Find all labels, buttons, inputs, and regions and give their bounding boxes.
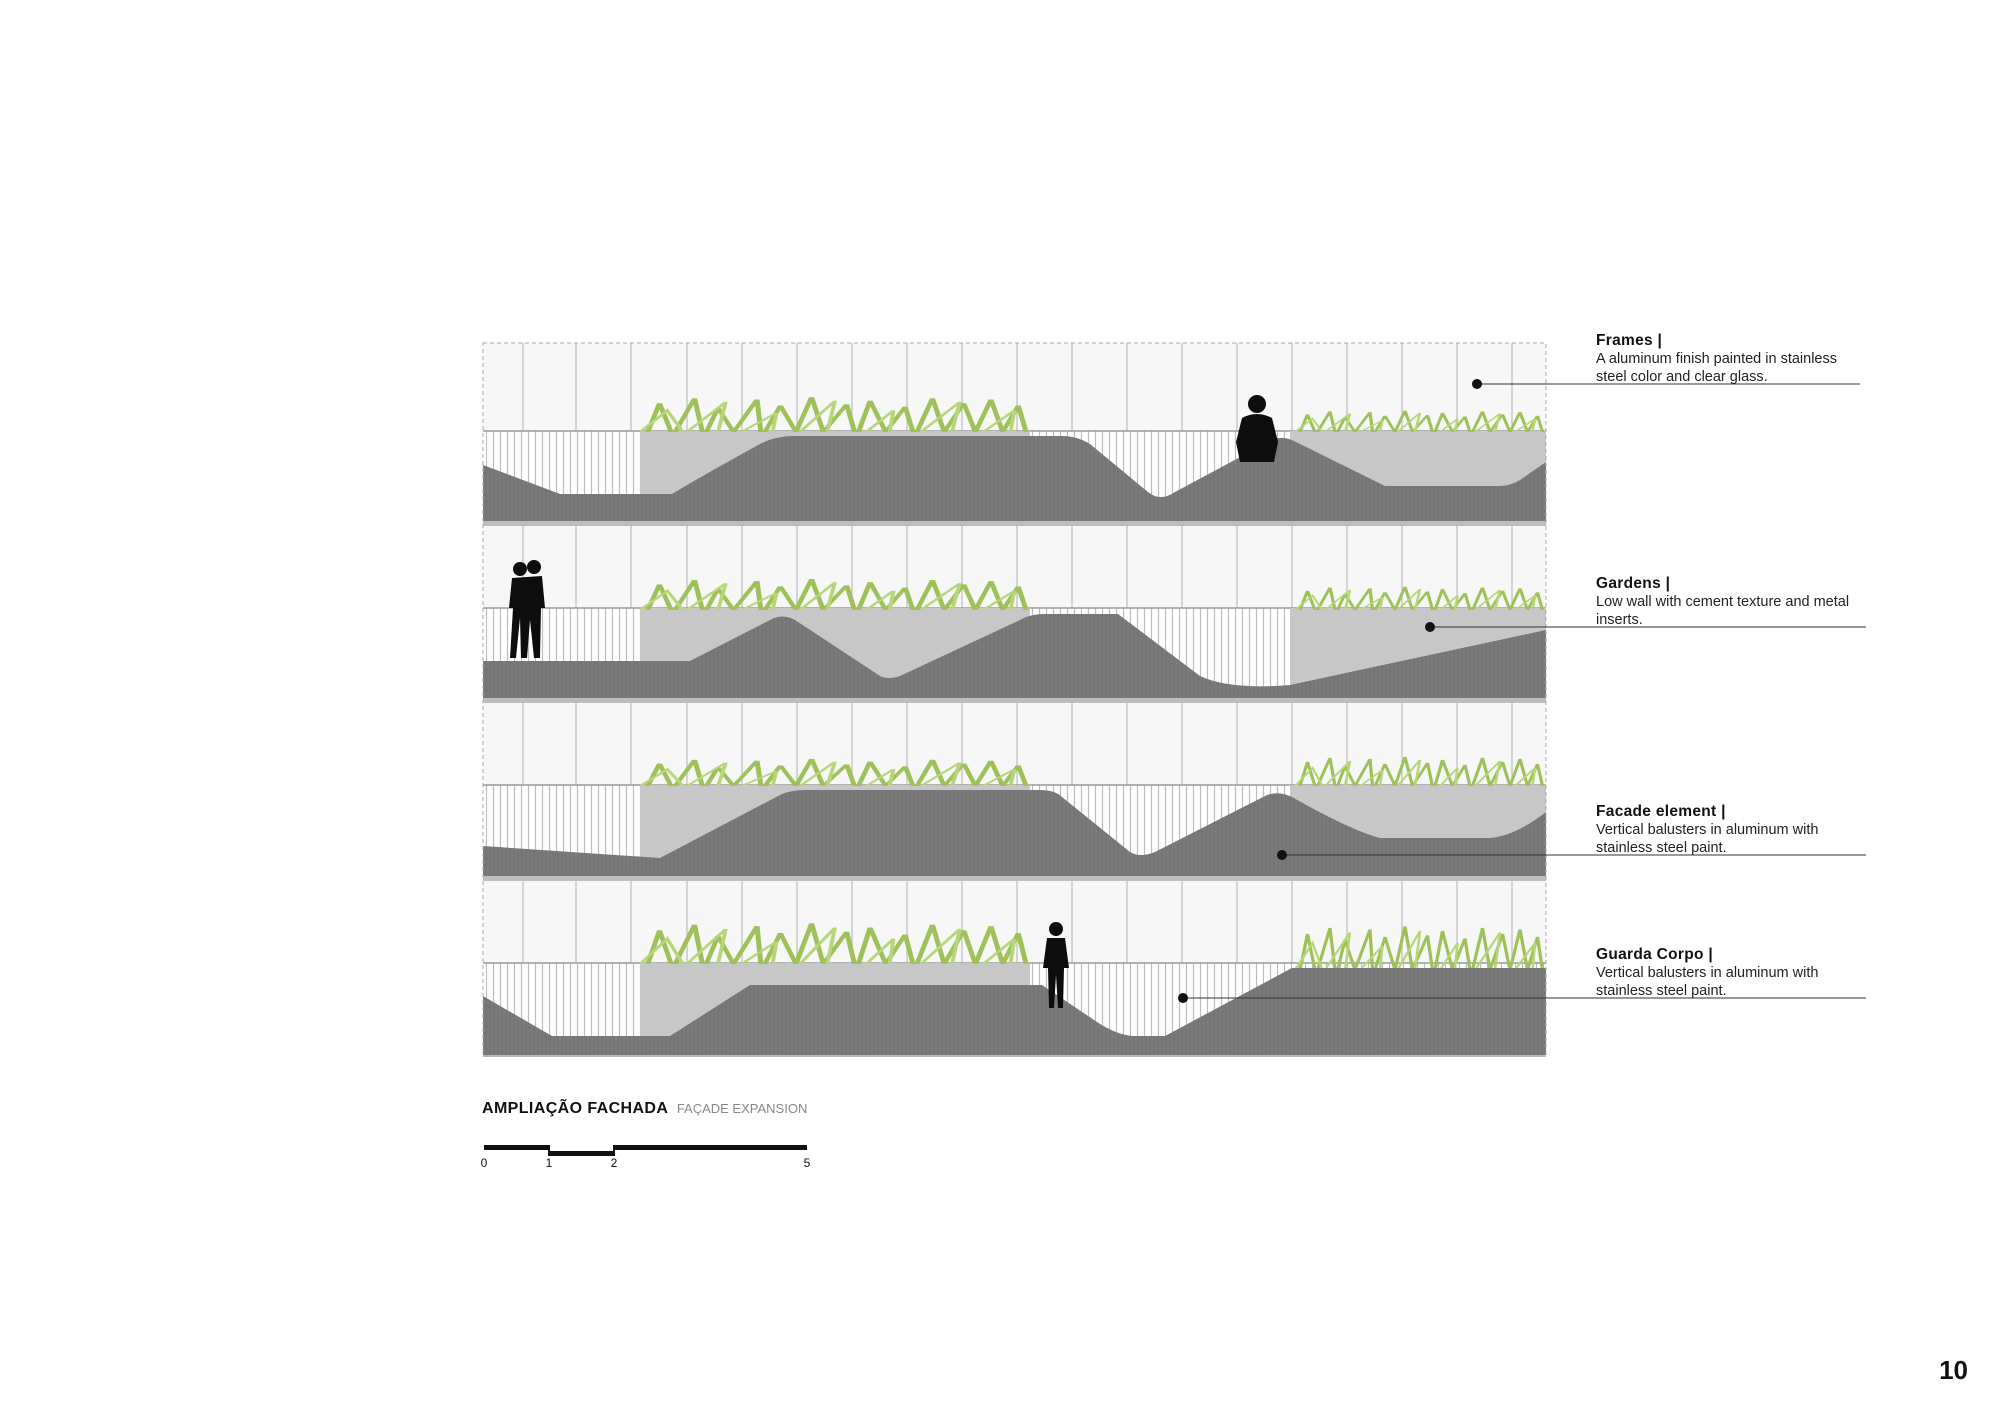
- drawing-title-main: AMPLIAÇÃO FACHADA: [482, 1100, 669, 1117]
- annotation-guarda-corpo: Guarda Corpo | Vertical balusters in alu…: [1596, 946, 1896, 1000]
- annotation-title: Frames |: [1596, 332, 1663, 349]
- scale-tick-label: 5: [803, 1156, 811, 1170]
- annotation-gardens: Gardens | Low wall with cement texture a…: [1596, 575, 1896, 629]
- drawing-title-sub: FAÇADE EXPANSION: [676, 1101, 808, 1116]
- ramp-slab: [483, 614, 1546, 698]
- page-number: 10: [1939, 1355, 1968, 1385]
- drawing-title: AMPLIAÇÃO FACHADA FAÇADE EXPANSION: [482, 1100, 807, 1118]
- floor-4: [483, 881, 1546, 1057]
- annotation-title: Facade element |: [1596, 803, 1726, 820]
- annotation-frames: Frames | A aluminum finish painted in st…: [1596, 332, 1896, 386]
- annotation-title: Gardens |: [1596, 575, 1671, 592]
- scale-tick-label: 2: [610, 1156, 618, 1170]
- floor-3: [483, 703, 1546, 881]
- annotation-text: steel color and clear glass.: [1596, 369, 1768, 385]
- leader-lines: [1183, 383, 1866, 999]
- annotation-text: inserts.: [1596, 612, 1643, 628]
- ramp-slab: [483, 436, 1546, 521]
- annotation-text: stainless steel paint.: [1596, 983, 1727, 999]
- annotation-dot: [1277, 850, 1287, 860]
- drawing-border: [482, 342, 1547, 1057]
- annotation-dot: [1472, 379, 1482, 389]
- window-frames: [522, 343, 1513, 431]
- annotation-dot: [1425, 622, 1435, 632]
- annotation-text: A aluminum finish painted in stainless: [1596, 351, 1837, 367]
- scale-bar: [484, 1145, 807, 1156]
- annotation-text: stainless steel paint.: [1596, 840, 1727, 856]
- scale-tick-label: 0: [480, 1156, 488, 1170]
- floor-2: [483, 526, 1546, 703]
- annotation-text: Vertical balusters in aluminum with: [1596, 965, 1819, 981]
- annotation-text: Vertical balusters in aluminum with: [1596, 822, 1819, 838]
- scale-tick-label: 1: [545, 1156, 553, 1170]
- annotation-title: Guarda Corpo |: [1596, 946, 1714, 963]
- annotation-facade-element: Facade element | Vertical balusters in a…: [1596, 803, 1896, 857]
- ramp-slab: [483, 968, 1546, 1055]
- floor-1: [483, 343, 1546, 526]
- annotation-dot: [1178, 993, 1188, 1003]
- annotation-text: Low wall with cement texture and metal: [1596, 594, 1850, 610]
- window-frames: [522, 526, 1513, 608]
